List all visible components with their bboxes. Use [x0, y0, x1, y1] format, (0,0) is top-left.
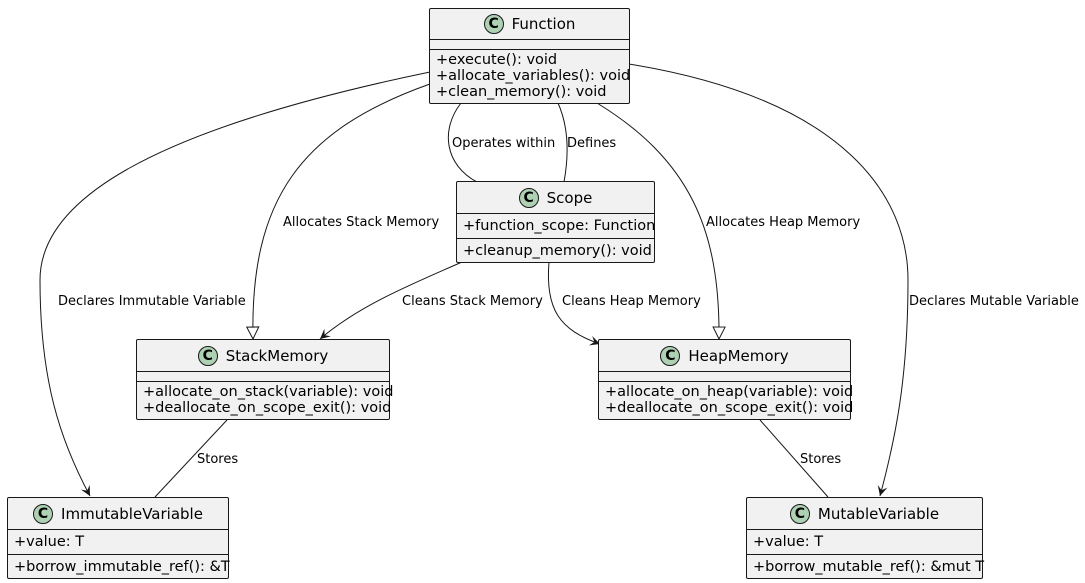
class-icon: C — [33, 503, 54, 524]
class-heap-memory-header: C HeapMemory — [599, 340, 850, 372]
class-icon: C — [197, 345, 218, 366]
edge-label-declares-mutable: Declares Mutable Variable — [909, 294, 1079, 309]
class-icon: C — [518, 187, 539, 208]
class-immutable-variable[interactable]: C ImmutableVariable +value: T +borrow_im… — [7, 497, 230, 579]
class-icon: C — [483, 14, 504, 34]
field: +value: T — [14, 534, 85, 550]
methods-section: +allocate_on_heap(variable): void +deall… — [599, 382, 854, 417]
fields-section: +value: T — [747, 530, 982, 555]
class-immutable-variable-header: C ImmutableVariable — [8, 498, 228, 530]
fields-section: +function_scope: Function — [457, 214, 656, 239]
class-heap-memory[interactable]: C HeapMemory +allocate_on_heap(variable)… — [598, 339, 854, 420]
class-function[interactable]: C Function +execute(): void +allocate_va… — [429, 8, 630, 104]
class-name: Function — [511, 15, 576, 33]
class-icon: C — [660, 345, 681, 366]
method: +borrow_immutable_ref(): &T — [14, 559, 230, 575]
edge-label-allocates-heap: Allocates Heap Memory — [706, 215, 860, 230]
edge-declares-mutable — [628, 63, 909, 497]
class-name: HeapMemory — [688, 346, 789, 365]
edge-label-declares-immutable: Declares Immutable Variable — [58, 294, 246, 309]
edge-label-stores-heap: Stores — [800, 452, 841, 467]
edge-allocates-heap — [596, 102, 726, 341]
class-name: MutableVariable — [817, 504, 940, 523]
edge-allocates-stack — [245, 83, 431, 341]
methods-section: +execute(): void +allocate_variables(): … — [430, 50, 631, 101]
method: +deallocate_on_scope_exit(): void — [605, 400, 854, 416]
field: +value: T — [753, 534, 824, 550]
edge-label-cleans-stack: Cleans Stack Memory — [402, 294, 543, 309]
class-stack-memory-header: C StackMemory — [137, 340, 389, 372]
class-scope-header: C Scope — [457, 182, 654, 214]
edge-cleans-heap — [547, 261, 601, 346]
edge-declares-immutable — [39, 71, 431, 497]
methods-section: +borrow_mutable_ref(): &mut T — [747, 555, 985, 576]
field: +function_scope: Function — [463, 218, 656, 234]
class-name: ImmutableVariable — [61, 504, 203, 523]
class-name: Scope — [546, 188, 593, 207]
class-function-header: C Function — [430, 9, 629, 40]
edge-stores-heap — [759, 419, 829, 498]
fields-section: +value: T — [8, 530, 228, 555]
method: +allocate_on_stack(variable): void — [143, 384, 394, 400]
edge-defines — [557, 102, 568, 183]
method: +clean_memory(): void — [436, 84, 607, 100]
fields-section — [137, 372, 389, 382]
class-name: StackMemory — [225, 346, 329, 365]
method: +allocate_on_heap(variable): void — [605, 384, 854, 400]
class-scope[interactable]: C Scope +function_scope: Function +clean… — [456, 181, 655, 263]
methods-section: +cleanup_memory(): void — [457, 239, 654, 260]
method: +cleanup_memory(): void — [463, 243, 652, 259]
class-mutable-variable[interactable]: C MutableVariable +value: T +borrow_muta… — [746, 497, 985, 579]
methods-section: +allocate_on_stack(variable): void +deal… — [137, 382, 394, 417]
edge-label-operates-within: Operates within — [452, 136, 555, 151]
class-icon: C — [789, 503, 810, 524]
method: +deallocate_on_scope_exit(): void — [143, 400, 392, 416]
method: +borrow_mutable_ref(): &mut T — [753, 559, 985, 575]
class-stack-memory[interactable]: C StackMemory +allocate_on_stack(variabl… — [136, 339, 394, 420]
methods-section: +borrow_immutable_ref(): &T — [8, 555, 230, 576]
edge-label-defines: Defines — [567, 136, 616, 151]
method: +execute(): void — [436, 52, 558, 68]
fields-section — [599, 372, 850, 382]
method: +allocate_variables(): void — [436, 68, 631, 84]
fields-section — [430, 40, 629, 50]
class-mutable-variable-header: C MutableVariable — [747, 498, 982, 530]
edge-stores-stack — [154, 419, 228, 498]
edge-operates-within — [447, 102, 478, 183]
edge-cleans-stack — [319, 261, 463, 340]
edge-label-allocates-stack: Allocates Stack Memory — [283, 215, 439, 230]
edge-label-cleans-heap: Cleans Heap Memory — [562, 294, 701, 309]
edge-label-stores-stack: Stores — [197, 452, 238, 467]
